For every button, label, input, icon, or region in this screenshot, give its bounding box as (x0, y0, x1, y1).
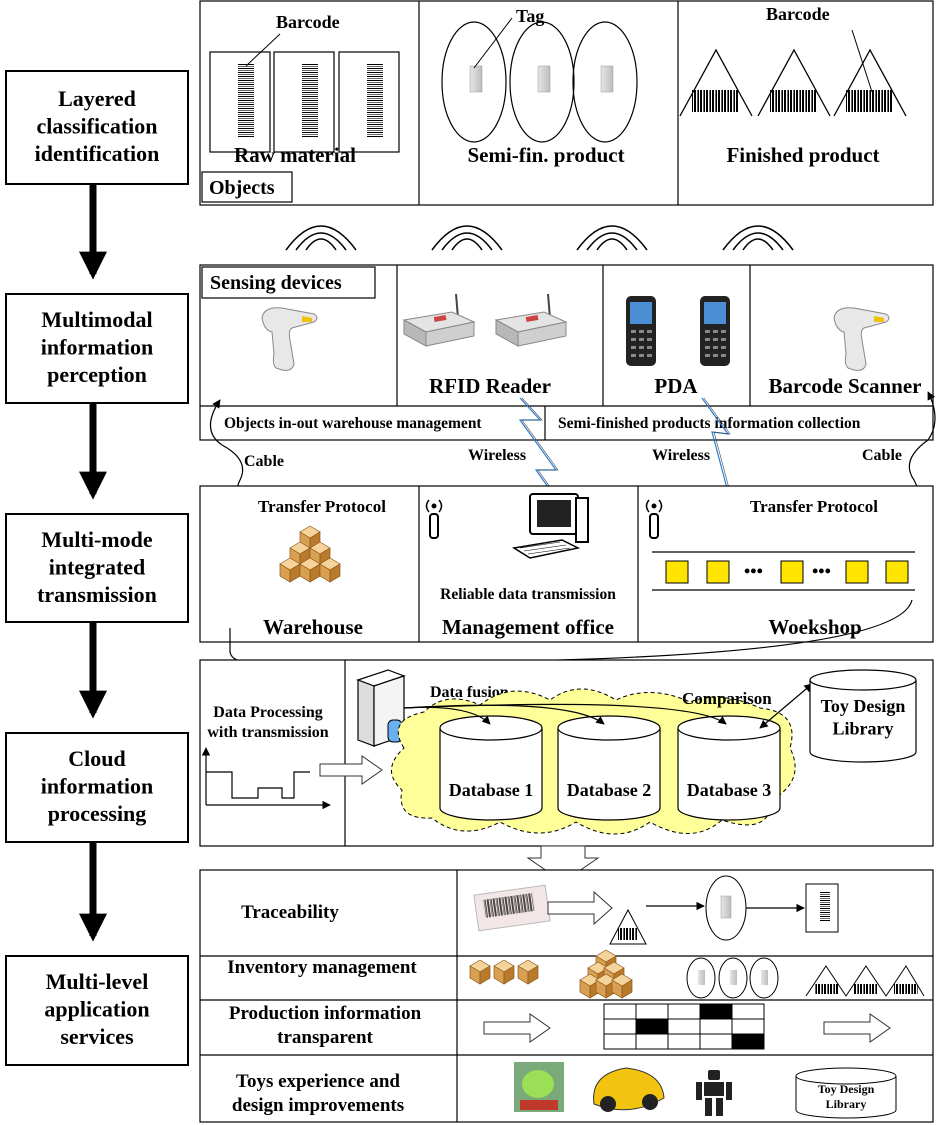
tag-annotation: Tag (516, 6, 544, 26)
radio-waves (285, 225, 794, 251)
wireless-label-2: Wireless (652, 447, 710, 464)
computer-icon (511, 493, 589, 559)
warehouse-label: Warehouse (263, 615, 363, 639)
fusion-arrows (403, 703, 727, 725)
finished-product-label: Finished product (726, 143, 879, 167)
semi-product-label: Semi-fin. product (467, 143, 624, 167)
reliable-transmission-label: Reliable data transmission (440, 586, 616, 603)
finished-barcode-annotation: Barcode (766, 4, 830, 24)
inventory-management-label: Inventory management (227, 957, 417, 978)
layer-box-classification (5, 70, 189, 185)
comparison-arrow (759, 683, 813, 729)
barcode-scanner-label: Barcode Scanner (768, 374, 921, 398)
workshop-production-line (652, 551, 915, 591)
layer-box-transmission (5, 513, 189, 623)
production-line-dots-1: ••• (744, 561, 763, 581)
warehouse-management-info: Objects in-out warehouse management (224, 415, 482, 432)
server-icon (356, 669, 406, 747)
objects-panel: Barcode Raw material Objects Tag Semi-fi… (199, 0, 934, 206)
transfer-protocol-left: Transfer Protocol (258, 497, 386, 516)
layer-box-cloud (5, 732, 189, 843)
transmission-panel: Transfer Protocol Transfer Protocol Ware… (199, 485, 934, 669)
transfer-protocol-right: Transfer Protocol (750, 497, 878, 516)
rfid-reader-label: RFID Reader (429, 374, 551, 398)
finished-barcode-pointer (851, 29, 873, 93)
raw-material-barcode-sheets (209, 51, 400, 153)
raw-material-label: Raw material (234, 143, 356, 167)
objects-title: Objects (209, 177, 275, 199)
toy-images (514, 1062, 897, 1119)
comparison-label: Comparison (682, 689, 772, 708)
traceability-label: Traceability (241, 902, 339, 923)
database-cylinders (439, 715, 781, 821)
wireless-label-1: Wireless (468, 447, 526, 464)
database-3-label: Database 3 (687, 780, 772, 800)
database-1-label: Database 1 (449, 780, 534, 800)
sensing-title: Sensing devices (210, 272, 342, 294)
production-flow (483, 1003, 891, 1050)
layer-box-services (5, 955, 189, 1066)
database-2-label: Database 2 (567, 780, 652, 800)
sensing-title-box (201, 266, 376, 299)
traceability-flow (473, 875, 839, 945)
data-fusion-label: Data fusion (430, 684, 509, 701)
tag-pointer (473, 17, 513, 69)
wireless-link-1 (518, 397, 571, 519)
signal-waveform (201, 747, 331, 810)
management-office-label: Management office (442, 615, 614, 639)
objects-title-box (201, 171, 293, 203)
workshop-label: Woekshop (768, 615, 861, 639)
sensing-panel: Sensing devices RFID Reader PDA Barcode … (199, 264, 934, 441)
inventory-icons (469, 949, 925, 999)
semi-product-tags (441, 21, 638, 143)
raw-barcode-annotation: Barcode (276, 12, 340, 32)
services-table: Traceability Inventory management Produc… (199, 869, 934, 1123)
cable-right-label: Cable (862, 447, 902, 464)
raw-barcode-pointer (245, 33, 281, 67)
production-line-dots-2: ••• (812, 561, 831, 581)
layer-box-perception (5, 293, 189, 404)
cable-left-label: Cable (244, 453, 284, 470)
semi-product-collection-info: Semi-finished products information colle… (558, 415, 861, 432)
toy-design-library-cylinder (809, 669, 917, 763)
pda-label: PDA (654, 374, 698, 398)
